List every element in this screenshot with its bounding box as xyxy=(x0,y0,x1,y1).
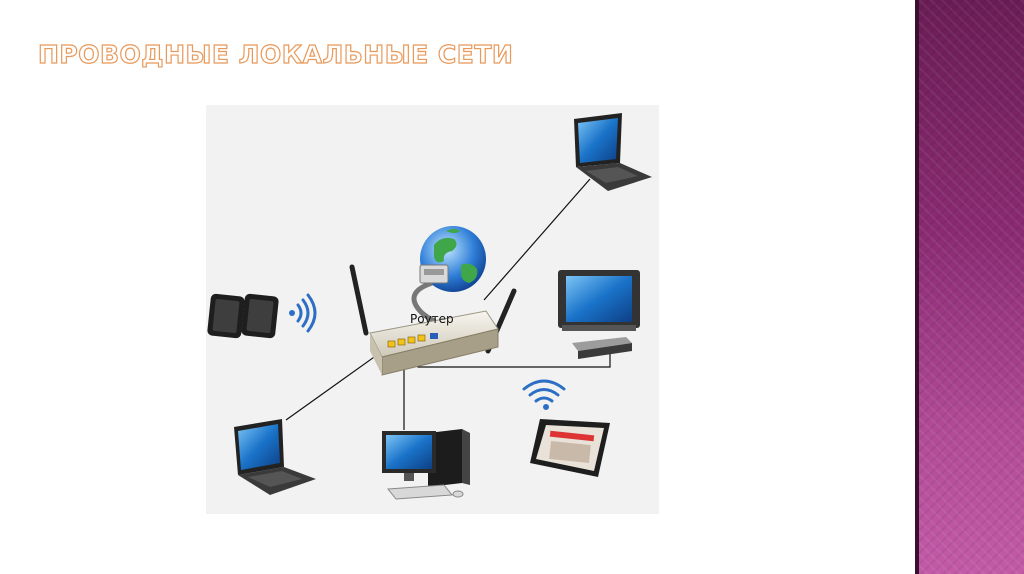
network-diagram: Роутер xyxy=(206,105,659,514)
ethernet-plug-icon xyxy=(411,264,449,324)
router-label: Роутер xyxy=(410,312,454,326)
slide-title: ПРОВОДНЫЕ ЛОКАЛЬНЫЕ СЕТИ xyxy=(37,39,514,69)
wifi-icon-tablet xyxy=(522,379,566,410)
laptop-icon-bottom xyxy=(234,419,316,495)
set-top-box-icon xyxy=(572,337,632,359)
network-diagram-canvas xyxy=(207,113,652,500)
wifi-icon xyxy=(289,293,317,333)
laptop-icon-top xyxy=(574,113,652,191)
tv-icon xyxy=(558,270,640,331)
smartphone-icon xyxy=(207,293,279,339)
tablet-icon xyxy=(530,419,610,477)
cable-to-laptop-top xyxy=(483,178,591,301)
cable-to-laptop-bottom xyxy=(285,349,385,421)
decorative-side-panel xyxy=(915,0,1024,574)
router-icon xyxy=(349,264,517,376)
desktop-computer-icon xyxy=(382,429,470,500)
